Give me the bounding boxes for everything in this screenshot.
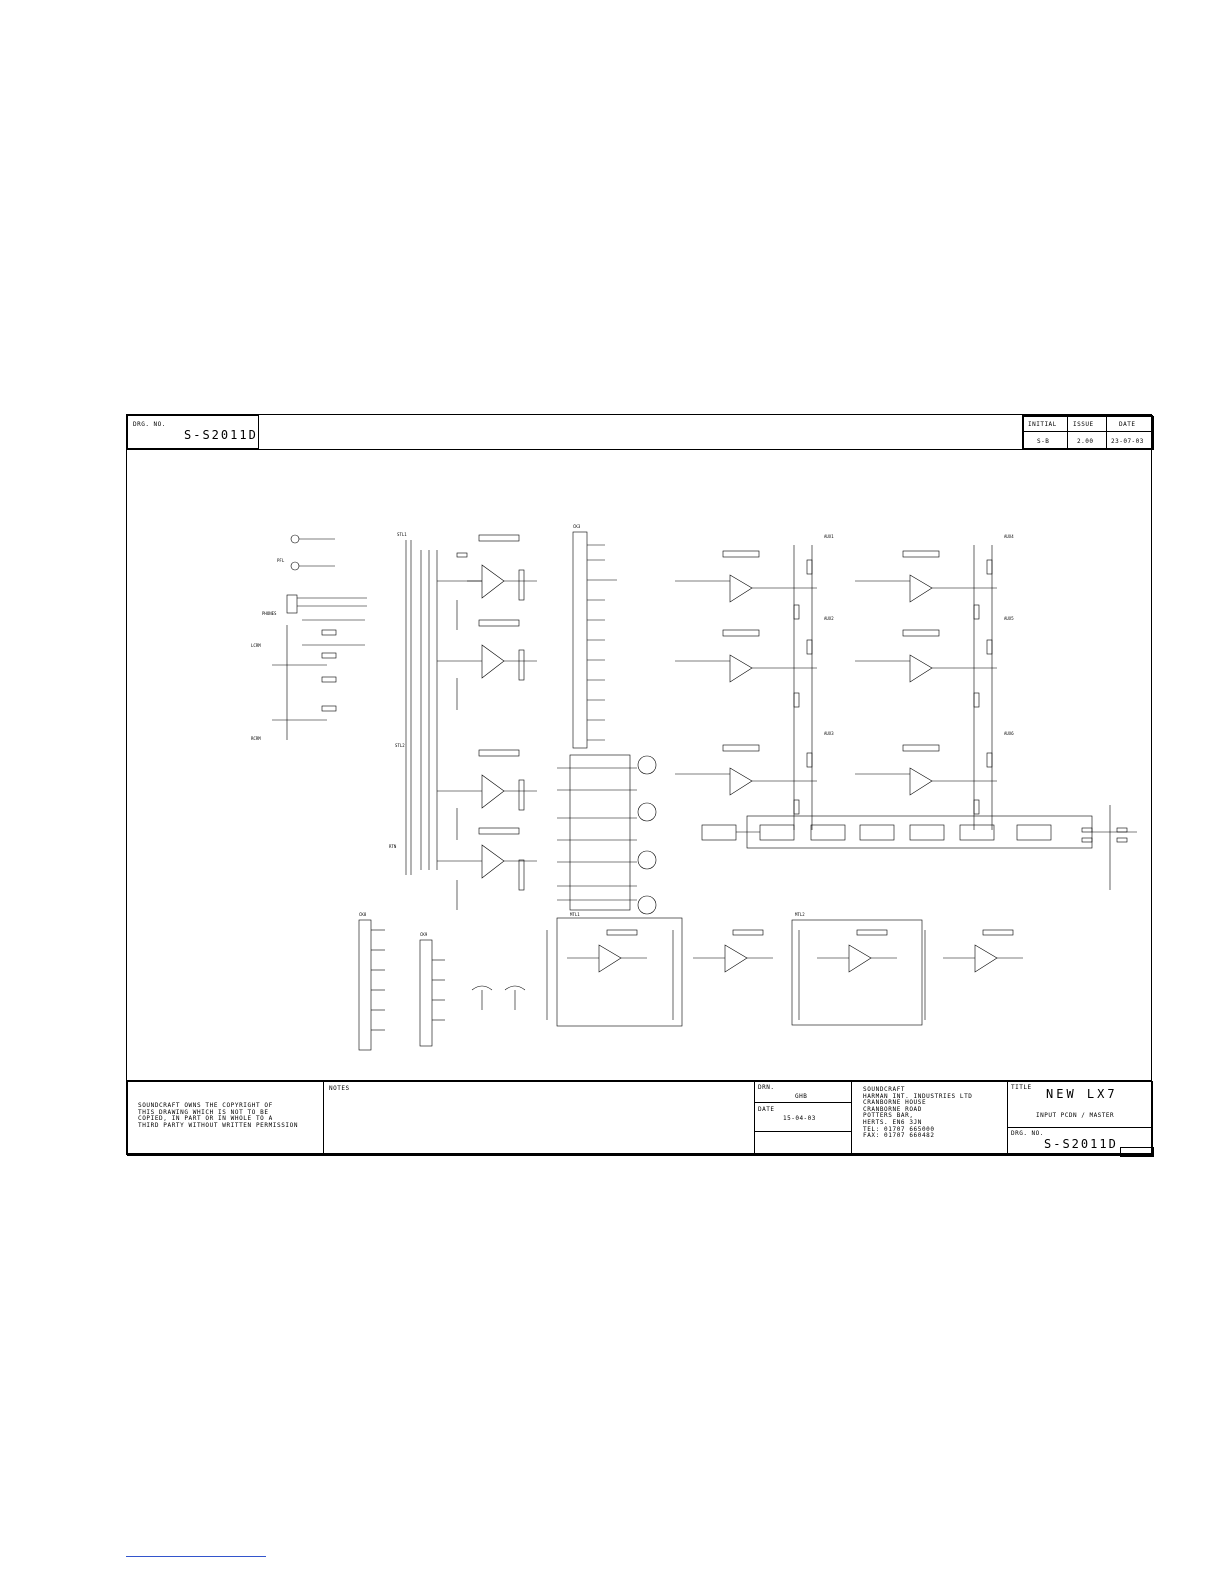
- header-divider: [127, 449, 1151, 450]
- company-address: SOUNDCRAFT HARMAN INT. INDUSTRIES LTD CR…: [863, 1086, 973, 1140]
- label-rcrm: RCRM: [251, 736, 261, 741]
- drg-no-value: S-S2011D: [184, 428, 258, 442]
- label-ck3: CK3: [573, 524, 581, 529]
- initial-header-cell: INITIAL: [1023, 416, 1068, 432]
- issue-value: 2.00: [1077, 438, 1094, 445]
- footer-drg-no-label: DRG. NO.: [1011, 1130, 1044, 1137]
- drn-value: GHB: [795, 1093, 808, 1100]
- initial-value-cell: S-B: [1023, 431, 1068, 450]
- issue-value-cell: 2.00: [1067, 431, 1107, 450]
- copyright-cell: SOUNDCRAFT OWNS THE COPYRIGHT OF THIS DR…: [127, 1081, 324, 1156]
- drg-no-box: DRG. NO. S-S2011D: [127, 415, 259, 449]
- date-value-cell: 23-07-03: [1106, 431, 1154, 450]
- drn-cell: DRN. GHB: [754, 1081, 852, 1103]
- blank-cell: [754, 1131, 852, 1156]
- initial-label: INITIAL: [1028, 421, 1057, 428]
- label-ck9: CK9: [420, 932, 428, 937]
- label-mtl2: MTL2: [795, 912, 805, 917]
- footer-date-value: 15-04-03: [783, 1115, 816, 1122]
- title-sub: INPUT PCDN / MASTER: [1036, 1112, 1115, 1119]
- company-cell: SOUNDCRAFT HARMAN INT. INDUSTRIES LTD CR…: [851, 1081, 1008, 1156]
- date-header-cell: DATE: [1106, 416, 1154, 432]
- label-aux3: AUX3: [824, 731, 834, 736]
- initial-value: S-B: [1037, 438, 1050, 445]
- issue-label: ISSUE: [1073, 421, 1094, 428]
- date-label: DATE: [1119, 421, 1136, 428]
- notes-cell: NOTES: [323, 1081, 755, 1156]
- copyright-text: SOUNDCRAFT OWNS THE COPYRIGHT OF THIS DR…: [138, 1102, 299, 1129]
- date-cell: DATE 15-04-03: [754, 1102, 852, 1132]
- date-value: 23-07-03: [1111, 438, 1144, 445]
- footer-drg-no-value: S-S2011D: [1044, 1137, 1118, 1151]
- label-ck8: CK8: [359, 912, 367, 917]
- label-stl2: STL2: [395, 743, 405, 748]
- label-phones: PHONES: [262, 611, 277, 616]
- notes-label: NOTES: [329, 1085, 350, 1092]
- label-rtn: RTN: [389, 844, 397, 849]
- label-mtl1: MTL1: [570, 912, 580, 917]
- schematic-diagram: STL1 STL2 RTN CK3 PFL PHONES LCRM RCRM A…: [251, 524, 1137, 1051]
- drawing-sheet: DRG. NO. S-S2011D INITIAL ISSUE DATE S-B…: [126, 414, 1154, 1157]
- title-label: TITLE: [1011, 1084, 1032, 1091]
- revision-table: INITIAL ISSUE DATE S-B 2.00 23-07-03: [1022, 415, 1154, 450]
- drg-no-label: DRG. NO.: [133, 421, 166, 428]
- title-main: NEW LX7: [1046, 1087, 1118, 1101]
- footer-date-label: DATE: [758, 1106, 775, 1113]
- label-aux6: AUX6: [1004, 731, 1014, 736]
- footer-link-underline[interactable]: [126, 1556, 266, 1557]
- small-stamp-box: [1120, 1147, 1154, 1157]
- title-cell: TITLE NEW LX7 INPUT PCDN / MASTER: [1007, 1081, 1153, 1128]
- label-aux2: AUX2: [824, 616, 834, 621]
- drn-label: DRN.: [758, 1084, 775, 1091]
- title-block: SOUNDCRAFT OWNS THE COPYRIGHT OF THIS DR…: [126, 1080, 1154, 1157]
- label-pfl: PFL: [277, 558, 285, 563]
- footer-drg-no-cell: DRG. NO. S-S2011D: [1007, 1127, 1154, 1157]
- label-aux1: AUX1: [824, 534, 834, 539]
- label-aux5: AUX5: [1004, 616, 1014, 621]
- issue-header-cell: ISSUE: [1067, 416, 1107, 432]
- label-lcrm: LCRM: [251, 643, 261, 648]
- label-stl1: STL1: [397, 532, 407, 537]
- label-aux4: AUX4: [1004, 534, 1014, 539]
